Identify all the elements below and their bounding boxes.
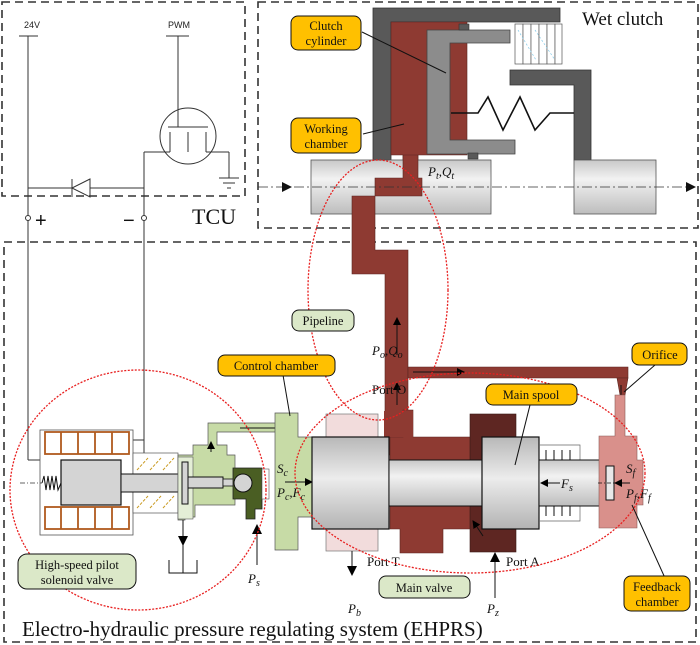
control-chamber-leader (282, 374, 291, 417)
orifice (616, 377, 629, 396)
wet-clutch-frame (257, 1, 699, 229)
svg-text:Control chamber: Control chamber (234, 359, 319, 373)
wet-clutch-label: Wet clutch (582, 9, 664, 30)
pipeline-pressure-flow-label: Po,Qo (371, 343, 403, 361)
tcu-circuit (19, 35, 239, 461)
pilot-valve-region-ellipse (9, 369, 267, 611)
spool-spring (545, 450, 571, 516)
feedback-chamber-leader (631, 504, 666, 579)
callout-main-valve: Main valve (378, 575, 471, 599)
svg-text:Pipeline: Pipeline (303, 314, 344, 328)
spool-neck (388, 459, 484, 507)
main-valve-region-ellipse (294, 372, 646, 574)
clutch-pressure-flow-label: Pt,Qt (427, 164, 454, 182)
port-a-label: Port A (506, 554, 540, 569)
control-pressure-force-label: Pc,Fc (276, 485, 306, 503)
armature (60, 459, 122, 506)
working-chamber-leader (362, 123, 405, 135)
supply-voltage-label: 24V (24, 20, 40, 30)
port-t-upper (325, 413, 379, 439)
pilot-ball (233, 473, 253, 493)
main-spool-leader (514, 404, 531, 466)
callout-clutch-cylinder: Clutch cylinder (290, 15, 362, 51)
svg-text:Working: Working (304, 122, 348, 136)
tank-pressure-label: Pb (347, 601, 361, 619)
ehprs-frame (3, 241, 697, 643)
callout-orifice: Orifice (631, 342, 688, 366)
feedback-area-label: Sf (626, 461, 637, 479)
svg-text:Main valve: Main valve (396, 581, 453, 595)
svg-text:Clutch: Clutch (309, 19, 343, 33)
port-o-label: Port O (372, 382, 406, 397)
callout-control-chamber: Control chamber (217, 354, 336, 377)
svg-text:solenoid valve: solenoid valve (41, 573, 114, 587)
clutch-cylinder (426, 29, 516, 155)
return-spring (451, 95, 574, 132)
tcu-frame (1, 1, 246, 197)
pilot-plate (181, 461, 189, 505)
negative-terminal: − (123, 210, 135, 232)
system-title: Electro-hydraulic pressure regulating sy… (22, 617, 483, 641)
shaft-arrow-in (282, 182, 292, 192)
pipeline-region-ellipse (307, 159, 449, 421)
spring-force-label: Fs (560, 476, 573, 494)
feedback-pressure-force-label: Pf,Ff (625, 486, 652, 504)
svg-text:chamber: chamber (635, 595, 679, 609)
svg-text:Main spool: Main spool (503, 388, 560, 402)
callout-pipeline: Pipeline (291, 309, 355, 332)
svg-text:Feedback: Feedback (633, 580, 682, 594)
seal-bottom (467, 152, 479, 160)
solenoid-spring (41, 475, 62, 492)
port-t-label: Port T (367, 554, 400, 569)
callout-main-spool: Main spool (485, 383, 578, 406)
control-area-label: Sc (277, 461, 289, 479)
shaft-oil-passage (374, 154, 423, 197)
callout-pilot-valve: High-speed pilot solenoid valve (17, 553, 137, 590)
seal-top (458, 23, 470, 31)
positive-terminal: + (35, 210, 47, 232)
svg-text:chamber: chamber (304, 137, 348, 151)
svg-text:cylinder: cylinder (306, 34, 348, 48)
tcu-label: TCU (192, 204, 236, 229)
svg-text:Orifice: Orifice (642, 348, 678, 362)
spool-land-left (311, 436, 390, 530)
orifice-leader (623, 364, 656, 393)
callout-feedback-chamber: Feedback chamber (623, 575, 691, 612)
feedback-chamber (598, 394, 644, 529)
svg-text:High-speed pilot: High-speed pilot (35, 558, 119, 572)
main-pressure-label: Pz (486, 601, 499, 619)
supply-pressure-label: Ps (247, 571, 260, 589)
push-rod (120, 473, 184, 493)
shaft-arrow-out (686, 182, 696, 192)
clutch-hub (509, 69, 592, 161)
pwm-label: PWM (168, 20, 190, 30)
clutch-cylinder-leader (361, 31, 447, 74)
friction-plates (514, 23, 563, 65)
callout-working-chamber: Working chamber (290, 117, 362, 154)
pilot-stem (187, 476, 224, 489)
spool-land-right (481, 436, 540, 530)
